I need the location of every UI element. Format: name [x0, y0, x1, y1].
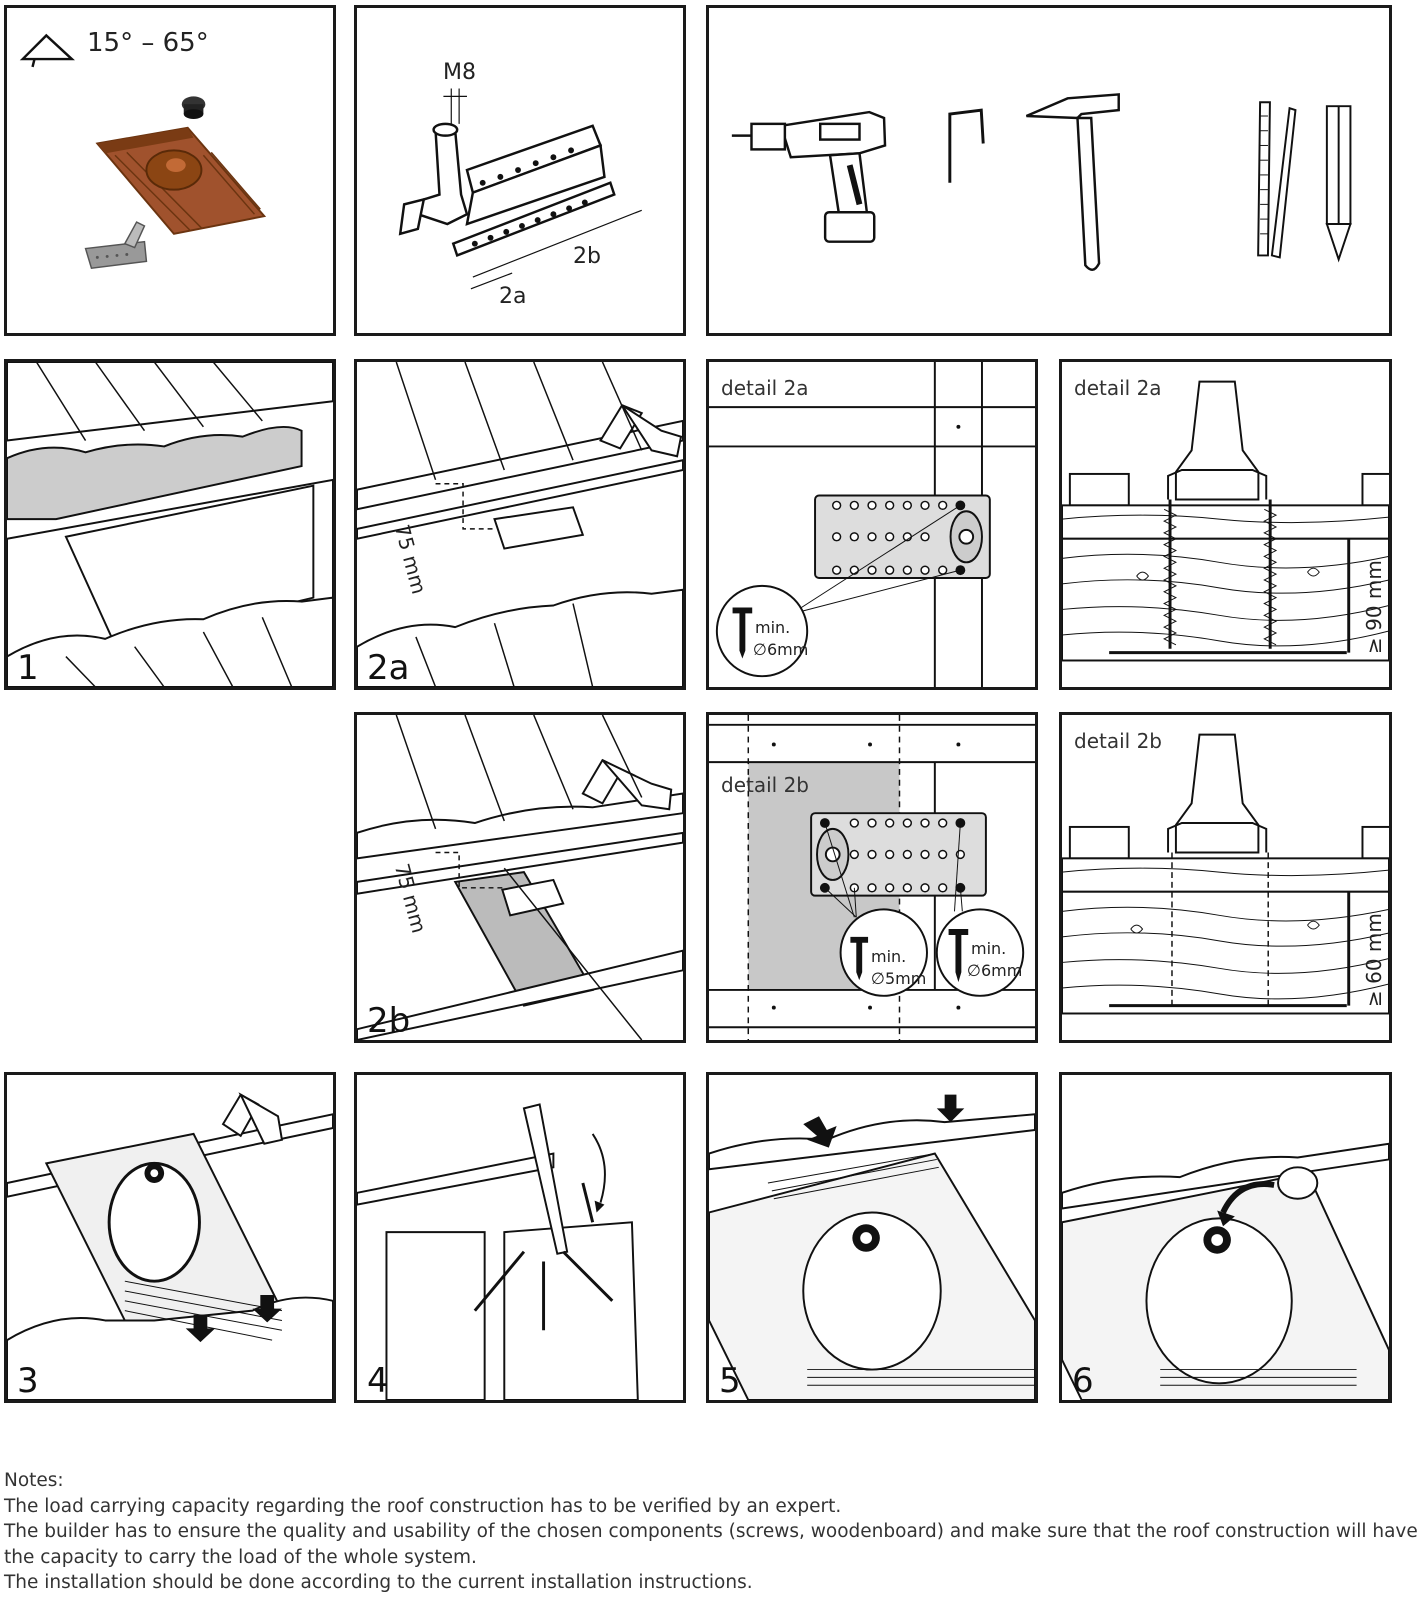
notes-line: The installation should be done accordin… — [4, 1572, 753, 1593]
notes-line: The load carrying capacity regarding the… — [4, 1495, 842, 1517]
panel-required-tools — [706, 5, 1392, 336]
roof-pitch-icon — [19, 33, 75, 68]
dimension-2b-label: 2b — [573, 244, 601, 269]
bolt-size-label: M8 — [443, 60, 476, 85]
step-number: 2b — [367, 1001, 411, 1041]
panel-step-5: 5 — [706, 1072, 1038, 1403]
dimension-2a-label: 2a — [499, 284, 527, 309]
screw-icon — [850, 936, 869, 981]
detail-2b-top-view — [709, 715, 1035, 1040]
tools-row — [731, 93, 1352, 271]
screw-diameter-label: ∅5mm — [871, 969, 927, 988]
cap-icon — [181, 96, 206, 119]
screw-icon — [948, 929, 969, 983]
detail-title: detail 2b — [1074, 729, 1162, 753]
step-number: 4 — [367, 1361, 389, 1401]
panel-step-2a: 75 mm 2a — [354, 359, 686, 690]
notes-line: the capacity to carry the load of the wh… — [4, 1546, 477, 1568]
panel-detail-2a-top: detail 2a min. ∅6mm — [706, 359, 1038, 690]
screw-callout-5mm — [839, 908, 928, 997]
folding-rule-icon — [1257, 101, 1297, 259]
step-4-illustration — [357, 1103, 639, 1400]
mounting-plate — [810, 812, 987, 897]
detail-2b-section-view — [1062, 733, 1389, 1015]
step-5-illustration — [709, 1094, 1035, 1400]
panel-step-2b: 75 mm 2b — [354, 712, 686, 1043]
panel-detail-2b-top: detail 2b min. ∅5mm min. ∅6mm — [706, 712, 1038, 1043]
notes-heading: Notes: — [4, 1470, 64, 1491]
step-number: 6 — [1072, 1361, 1094, 1401]
detail-2a-section-view — [1062, 380, 1389, 662]
step-number: 5 — [719, 1361, 741, 1401]
detail-2a-top-view — [709, 362, 1035, 687]
screw-icon — [732, 607, 753, 659]
screw-min-label: min. — [971, 939, 1007, 958]
panel-step-4: 4 — [354, 1072, 686, 1403]
depth-label: ≥ 90 mm — [1362, 560, 1386, 654]
screw-min-label: min. — [755, 618, 791, 637]
panel-detail-2b-section: detail 2b ≥ 60 mm — [1059, 712, 1392, 1043]
notes-line: The builder has to ensure the quality an… — [4, 1521, 1418, 1542]
panel-product-overview: 15° – 65° — [4, 5, 336, 336]
step-2b-illustration — [357, 715, 683, 1040]
step-2a-illustration — [357, 362, 683, 687]
screw-min-label: min. — [871, 947, 907, 966]
drill-icon — [731, 110, 887, 243]
pencil-icon — [1325, 105, 1352, 263]
roof-hook-icon — [84, 221, 148, 270]
step-3-illustration — [7, 1092, 333, 1400]
pitch-range-label: 15° – 65° — [87, 28, 209, 58]
step-6-illustration — [1062, 1142, 1389, 1400]
product-illustration — [19, 33, 267, 270]
depth-label: ≥ 60 mm — [1362, 913, 1386, 1007]
panel-step-1: 1 — [4, 359, 336, 690]
installation-notes: Notes: The load carrying capacity regard… — [4, 1468, 1418, 1596]
panel-bracket-dimensions: M8 2b 2a — [354, 5, 686, 336]
panel-detail-2a-section: detail 2a ≥ 90 mm — [1059, 359, 1392, 690]
screw-diameter-label: ∅6mm — [967, 961, 1023, 980]
staple-icon — [948, 108, 985, 183]
roof-tile-icon — [95, 126, 267, 235]
panel-step-3: 3 — [4, 1072, 336, 1403]
step-number: 2a — [367, 648, 410, 688]
bracket-drawing — [398, 88, 642, 290]
mounting-plate — [814, 494, 991, 579]
panel-step-6: 6 — [1059, 1072, 1392, 1403]
detail-title: detail 2a — [721, 376, 809, 400]
step-number: 3 — [17, 1361, 39, 1401]
detail-title: detail 2b — [721, 773, 809, 797]
step-1-illustration — [7, 362, 333, 687]
step-number: 1 — [17, 648, 39, 688]
screw-diameter-label: ∅6mm — [753, 640, 809, 659]
hammer-icon — [1025, 93, 1120, 271]
detail-title: detail 2a — [1074, 376, 1162, 400]
